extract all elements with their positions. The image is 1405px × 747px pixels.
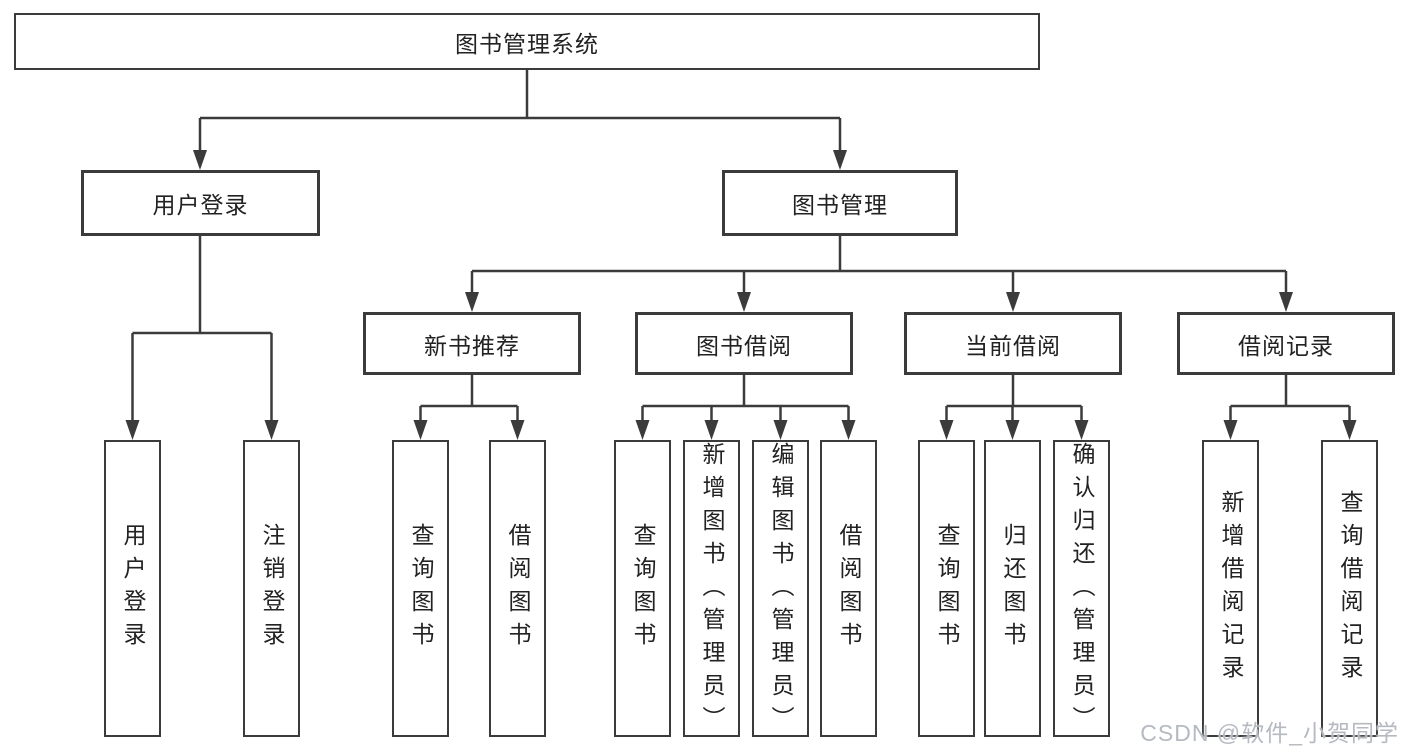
node-label: 用户登录 [152,192,249,218]
leaf-borrow-books-recommend: 借阅图书 [489,440,546,737]
node-book-borrow: 图书借阅 [635,312,853,375]
leaf-query-books-borrow: 查询图书 [614,440,671,737]
arrowhead-icon [841,420,856,440]
arrowhead-icon [1279,292,1293,312]
arrowhead-icon [773,420,788,440]
leaf-label: 编辑图书（管理员） [768,442,794,737]
leaf-query-books-current: 查询图书 [918,440,975,737]
node-library-system: 图书管理系统 [14,13,1040,70]
leaf-user-login: 用户登录 [104,440,161,737]
arrowhead-icon [635,420,650,440]
leaf-label: 注销登录 [259,522,285,655]
leaf-add-borrow-record: 新增借阅记录 [1202,440,1259,737]
arrowhead-icon [465,292,479,312]
node-label: 图书管理系统 [455,30,599,57]
leaf-confirm-return-admin: 确认归还（管理员） [1053,440,1110,737]
arrowhead-icon [1006,292,1020,312]
arrowhead-icon [1074,420,1089,440]
arrowhead-icon [193,150,207,170]
leaf-label: 用户登录 [120,522,146,655]
leaf-label: 归还图书 [1000,522,1026,655]
arrowhead-icon [510,420,525,440]
node-label: 新书推荐 [424,332,520,359]
node-label: 借阅记录 [1238,332,1334,359]
leaf-label: 查询图书 [934,522,960,655]
leaf-query-books-recommend: 查询图书 [392,440,449,737]
leaf-logout: 注销登录 [243,440,300,737]
node-new-book-recommend: 新书推荐 [363,312,581,375]
arrowhead-icon [1223,420,1238,440]
arrowhead-icon [125,420,140,440]
leaf-add-books-admin: 新增图书（管理员） [683,440,740,737]
arrowhead-icon [264,420,279,440]
node-label: 当前借阅 [965,332,1061,359]
node-user-login: 用户登录 [81,170,320,236]
leaf-label: 确认归还（管理员） [1069,442,1095,737]
leaf-label: 查询图书 [630,522,656,655]
leaf-borrow-books: 借阅图书 [820,440,877,737]
node-current-borrow: 当前借阅 [904,312,1122,375]
leaf-edit-books-admin: 编辑图书（管理员） [752,440,809,737]
leaf-label: 查询借阅记录 [1337,489,1363,688]
leaf-label: 新增借阅记录 [1218,489,1244,688]
leaf-label: 借阅图书 [505,522,531,655]
leaf-label: 新增图书（管理员） [699,442,725,737]
csdn-watermark: CSDN @软件_小贺同学 [1140,720,1399,746]
leaf-label: 查询图书 [408,522,434,655]
arrowhead-icon [704,420,719,440]
leaf-query-borrow-record: 查询借阅记录 [1321,440,1378,737]
arrowhead-icon [413,420,428,440]
node-borrow-records: 借阅记录 [1177,312,1395,375]
tree-edges [131,70,1351,422]
arrowhead-icon [1342,420,1357,440]
node-label: 图书借阅 [696,332,792,359]
arrowhead-icon [1005,420,1020,440]
arrowhead-icon [833,150,847,170]
arrowhead-icon [737,292,751,312]
node-book-management: 图书管理 [722,170,958,236]
leaf-return-books: 归还图书 [984,440,1041,737]
leaf-label: 借阅图书 [836,522,862,655]
node-label: 图书管理 [792,192,888,218]
arrowhead-icon [939,420,954,440]
